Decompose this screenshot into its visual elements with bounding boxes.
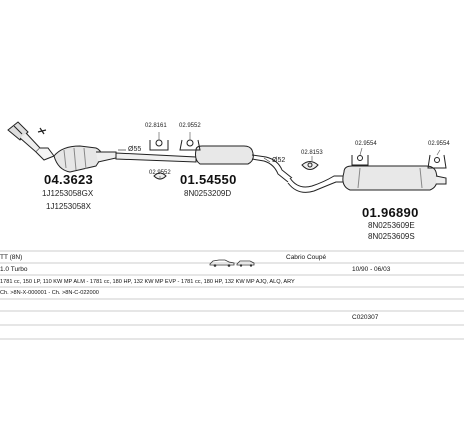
pipe-diameter-label-2: Ø52: [272, 157, 286, 164]
body-type-cell: Cabrio Coupé: [286, 254, 327, 261]
mount-e-icon: [351, 155, 369, 166]
downpipe-oem-2: 1J1253058X: [46, 202, 91, 211]
specs-cell: 1781 cc, 150 LP, 110 KW MP ALM - 1781 cc…: [0, 279, 295, 285]
car-icon: [208, 254, 236, 272]
rear-oem-2: 8N0253609S: [368, 232, 415, 241]
mount-b-label: 02.9552: [179, 123, 201, 129]
rear-oem-1: 8N0253609E: [368, 221, 415, 230]
middle-number: 01.54550: [180, 172, 237, 187]
mount-f-label: 02.9554: [428, 141, 450, 147]
mount-c-label: 02.9552: [149, 170, 171, 176]
code-cell: C020307: [352, 314, 379, 321]
car-icon-2: [236, 254, 256, 272]
mount-a-label: 02.8161: [145, 123, 167, 129]
chassis-cell: Ch. >8N-X-000001 - Ch. >8N-C-022000: [0, 290, 99, 296]
middle-part: [115, 145, 293, 183]
engine-cell: 1.0 Turbo: [0, 266, 28, 273]
pipe-diameter-label: Ø55: [128, 146, 142, 153]
rear-part: [287, 165, 447, 193]
downpipe-oem-1: 1J1253058GX: [42, 189, 94, 198]
model-cell: TT (8N): [0, 254, 23, 261]
mount-f-icon: [427, 154, 447, 169]
mount-d-icon: [301, 161, 319, 170]
mount-e-label: 02.9554: [355, 141, 377, 147]
years-cell: 10/90 - 06/03: [352, 266, 391, 273]
middle-oem-1: 8N0253209D: [184, 189, 232, 198]
mount-d-label: 02.8153: [301, 150, 323, 156]
mount-a-icon: [149, 139, 169, 151]
downpipe-part: [7, 121, 117, 173]
downpipe-number: 04.3623: [44, 172, 94, 187]
exhaust-diagram: [7, 121, 447, 193]
rear-number: 01.96890: [362, 205, 419, 220]
